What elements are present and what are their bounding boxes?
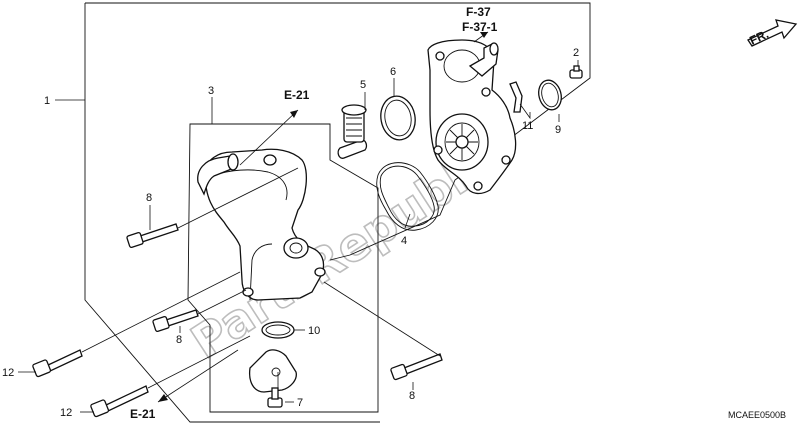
ref-f37: F-37 xyxy=(466,5,491,19)
thermostat xyxy=(337,104,368,159)
bolt-8-middle xyxy=(152,309,199,332)
reference-arrows xyxy=(157,31,489,403)
gasket xyxy=(376,162,439,231)
callout-9: 9 xyxy=(555,124,561,136)
assembly-outline xyxy=(84,2,591,423)
diagram-code: MCAEE0500B xyxy=(728,410,786,420)
ref-e21-top: E-21 xyxy=(284,88,310,102)
callout-8-lower: 8 xyxy=(409,390,415,402)
callout-10: 10 xyxy=(308,325,320,337)
ref-f37-1: F-37-1 xyxy=(462,20,498,34)
seal-clip xyxy=(509,81,523,113)
callout-7: 7 xyxy=(297,397,303,409)
front-direction-label: FR. xyxy=(747,27,770,48)
callout-1: 1 xyxy=(44,95,50,107)
callout-12-lower: 12 xyxy=(60,407,72,419)
drain-plate xyxy=(248,349,297,393)
callout-12-upper: 12 xyxy=(2,367,14,379)
thermostat-o-ring xyxy=(380,95,416,141)
bolt-8-upper xyxy=(126,223,179,248)
front-direction-arrow-icon: FR. xyxy=(747,19,798,48)
leader-lines xyxy=(18,60,579,413)
callout-2: 2 xyxy=(573,47,579,59)
bolt-8-lower xyxy=(390,353,443,381)
callout-8-middle: 8 xyxy=(176,334,182,346)
subassembly-outline xyxy=(187,123,379,413)
callout-4: 4 xyxy=(401,235,407,247)
bolt-12-lower xyxy=(90,385,149,418)
assembly-lines xyxy=(81,167,441,390)
flange-bolt-small xyxy=(569,65,583,79)
water-pump-body xyxy=(427,39,517,195)
cover-o-ring xyxy=(261,321,295,339)
bolt-12-upper xyxy=(32,349,83,378)
callout-8-upper: 8 xyxy=(146,192,152,204)
ref-e21-bottom: E-21 xyxy=(130,407,156,421)
callout-6: 6 xyxy=(390,66,396,78)
callout-3: 3 xyxy=(208,85,214,97)
callout-5: 5 xyxy=(360,79,366,91)
water-pump-cover xyxy=(197,148,326,301)
drain-bolt xyxy=(267,387,283,408)
pipe-o-ring xyxy=(538,79,562,111)
callout-11: 11 xyxy=(522,120,533,132)
